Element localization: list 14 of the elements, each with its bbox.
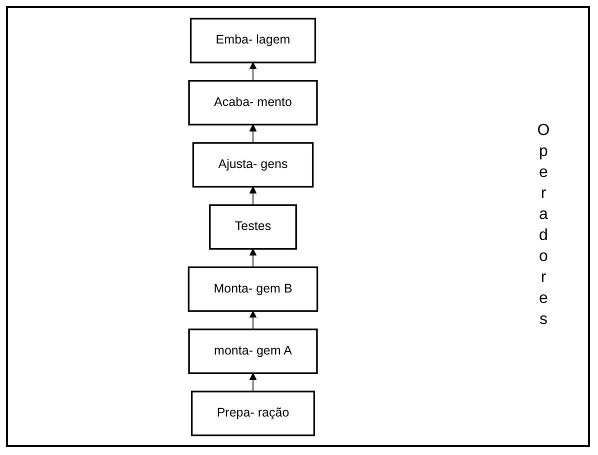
node-box: Monta- gem B — [188, 266, 318, 312]
arrow — [249, 248, 257, 268]
arrow — [249, 62, 257, 81]
vertical-label: Operadores — [534, 122, 552, 332]
node-box: Testes — [209, 204, 297, 250]
node-box: Ajusta- gens — [192, 142, 314, 188]
node-box: Acaba- mento — [188, 79, 318, 125]
node-box: Emba- lagem — [190, 17, 316, 63]
arrow — [249, 372, 257, 392]
arrow — [249, 124, 257, 143]
arrow — [249, 186, 257, 206]
node-box: monta- gem A — [188, 328, 318, 374]
node-box: Prepa- ração — [190, 390, 316, 436]
arrow — [249, 310, 257, 330]
